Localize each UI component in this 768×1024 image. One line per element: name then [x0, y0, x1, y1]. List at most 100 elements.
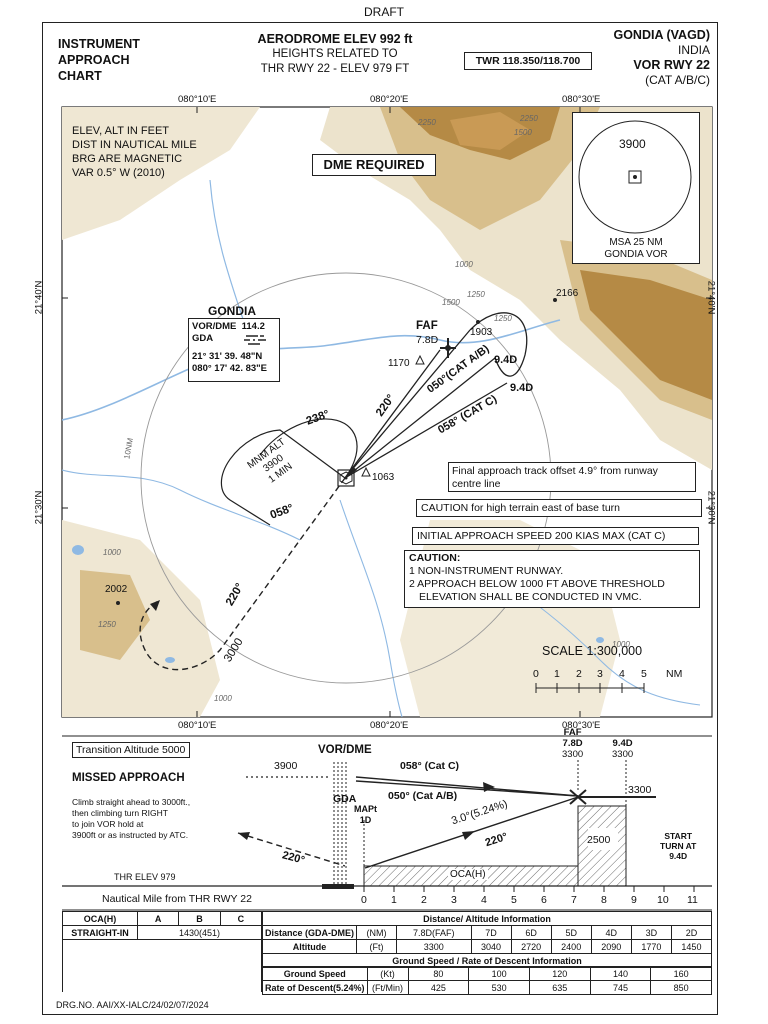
dist-cell: 2D: [670, 925, 713, 940]
missed-text-line: 3900ft or as instructed by ATC.: [72, 830, 189, 840]
chart-title-line: CHART: [58, 69, 102, 83]
missed-text-line: then climbing turn RIGHT: [72, 808, 168, 818]
offset-line: Final approach track offset 4.9° from ru…: [452, 465, 658, 477]
contour-label: 1500: [514, 128, 532, 137]
nm-tick: 1: [391, 894, 397, 906]
nm-tick: 9: [631, 894, 637, 906]
lon-label: 080°10'E: [178, 94, 217, 105]
contour-label: 1000: [214, 694, 232, 703]
procedure-id: GONDIA (VAGD) INDIA VOR RWY 22 (CAT A/B/…: [613, 28, 710, 88]
note-line: DIST IN NAUTICAL MILE: [72, 139, 197, 151]
d94-label: 9.4D: [510, 382, 534, 394]
start-turn-line: START: [664, 831, 693, 841]
dist-label: Distance (GDA-DME): [261, 925, 358, 940]
profile-d94-label: 9.4D: [612, 738, 633, 749]
spot-height-icon: [476, 320, 480, 324]
spot-elevation: 1063: [372, 472, 395, 483]
heights-line: THR RWY 22 - ELEV 979 FT: [260, 63, 410, 75]
spot-height-icon: [553, 298, 557, 302]
profile-start-turn: START TURN AT 9.4D: [660, 831, 696, 861]
lon-label: 080°30'E: [562, 94, 601, 105]
msa-diagram: [578, 120, 692, 234]
start-turn-line: 9.4D: [669, 851, 688, 861]
rod-cell: 425: [407, 980, 470, 995]
scale-tick: 1: [554, 668, 560, 680]
profile-alt-3900: 3900: [274, 760, 298, 772]
chart-title: INSTRUMENT APPROACH CHART: [58, 36, 140, 84]
profile-thr-elev: THR ELEV 979: [114, 872, 176, 882]
dme-required: DME REQUIRED: [312, 154, 436, 176]
dist-cell: 7D: [470, 925, 512, 940]
start-turn-line: TURN AT: [660, 841, 697, 851]
msa-label-line: GONDIA VOR: [604, 249, 668, 260]
nm-tick: 3: [451, 894, 457, 906]
vor-info-box: VOR/DME 114.2 GDA 21° 31' 39. 48"N 080° …: [188, 318, 280, 382]
spot-elevation: 2002: [105, 584, 128, 595]
profile-gda: GDA: [333, 793, 357, 805]
vor-dme-symbol: [337, 469, 355, 487]
missed-approach-title: MISSED APPROACH: [72, 772, 185, 784]
contour-label: 2250: [418, 118, 436, 127]
contour-label: 1000: [455, 260, 473, 269]
dist-cell: 3D: [630, 925, 672, 940]
spot-elevation: 1903: [470, 327, 493, 338]
gs-cell: 80: [407, 966, 470, 981]
transition-altitude: Transition Altitude 5000: [72, 742, 190, 758]
d94-label: 9.4D: [494, 354, 518, 366]
vor-latitude: 21° 31' 39. 48"N: [192, 351, 263, 362]
spot-height-icon: [116, 601, 120, 605]
dist-cell: 6D: [510, 925, 552, 940]
speed-restriction: INITIAL APPROACH SPEED 200 KIAS MAX (CAT…: [412, 527, 699, 545]
vor-longitude: 080° 17' 42. 83"E: [192, 363, 268, 374]
groundspeed-table: Ground Speed (Kt) 80 100 120 140 160 Rat…: [262, 966, 712, 995]
final-220: [344, 349, 441, 479]
chart-frame: [42, 22, 718, 1015]
caution-title: CAUTION:: [409, 552, 461, 564]
nm-tick: 11: [687, 894, 698, 906]
track-058c: [344, 382, 508, 479]
contour-label: 1250: [494, 314, 512, 323]
profile-faf-label: FAF: [563, 727, 582, 738]
country: INDIA: [677, 43, 710, 57]
msa-label: MSA 25 NM GONDIA VOR: [573, 237, 699, 261]
rod-unit: (Ft/Min): [366, 980, 409, 995]
missed-text-line: to join VOR hold at: [72, 819, 144, 829]
alt-cell: 2400: [550, 939, 592, 954]
profile-vor-dme: VOR/DME: [318, 744, 372, 756]
scale-unit: NM: [666, 668, 683, 680]
oca-row-label: STRAIGHT-IN: [62, 925, 138, 940]
alt-cell: 2090: [590, 939, 632, 954]
chart-notes: ELEV, ALT IN FEET DIST IN NAUTICAL MILE …: [72, 124, 197, 180]
graticule-ticks: [62, 107, 712, 717]
mapt-label: MAPt: [354, 804, 377, 814]
nm-tick: 4: [481, 894, 487, 906]
msa-label-line: MSA 25 NM: [609, 237, 663, 248]
vor-frequency: 114.2: [241, 321, 265, 332]
profile-oca: OCA(H): [448, 869, 488, 880]
faf-distance: 7.8D: [416, 334, 439, 346]
rod-label: Rate of Descent(5.24%): [262, 980, 368, 995]
dist-table-title: Distance/ Altitude Information: [262, 911, 712, 926]
oca-header: OCA(H): [62, 911, 138, 926]
gs-cell: 120: [528, 966, 591, 981]
alt-cell: 1450: [670, 939, 713, 954]
alt-cell: 2720: [510, 939, 552, 954]
dist-unit: (NM): [356, 925, 398, 940]
procedure-name: VOR RWY 22: [633, 58, 710, 72]
chart-title-line: INSTRUMENT: [58, 37, 140, 51]
lon-label: 080°10'E: [178, 720, 217, 731]
caution-line: 2 APPROACH BELOW 1000 FT ABOVE THRESHOLD: [409, 578, 665, 590]
offset-note: Final approach track offset 4.9° from ru…: [448, 462, 696, 492]
spot-elevation: 1170: [388, 358, 410, 369]
lon-label: 080°30'E: [562, 720, 601, 731]
aerodrome-elev: AERODROME ELEV 992 ft: [257, 32, 413, 46]
faf-fix: [440, 338, 456, 358]
gs-cell: 160: [650, 966, 712, 981]
holding-inbound: [259, 418, 358, 479]
profile-course-050: 050° (Cat A/B): [388, 790, 458, 802]
track-058: [344, 357, 496, 479]
holding-pattern: [220, 429, 346, 526]
airport-name: GONDIA (VAGD): [613, 28, 710, 42]
oca-header: A: [136, 911, 180, 926]
missed-text-line: Climb straight ahead to 3000ft.,: [72, 797, 191, 807]
